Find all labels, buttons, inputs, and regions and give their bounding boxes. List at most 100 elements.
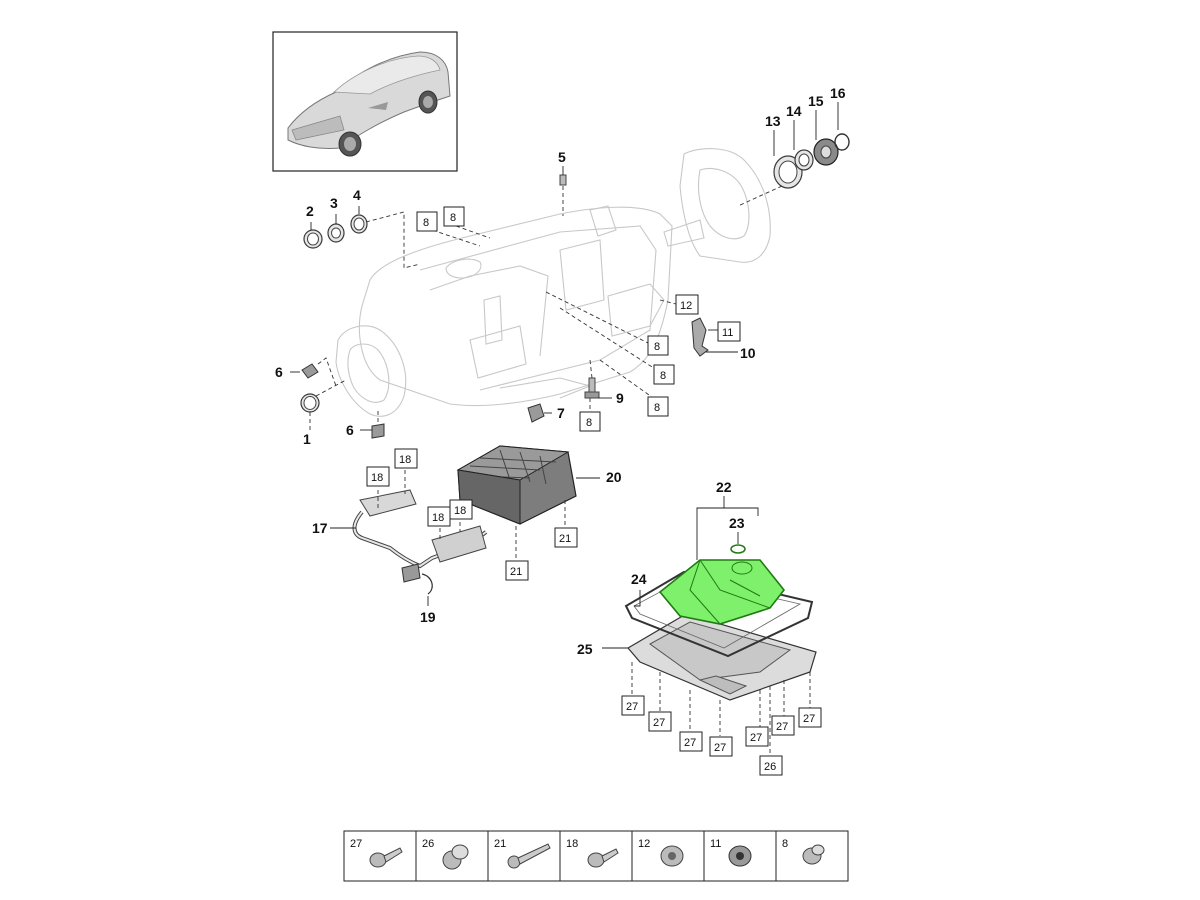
o-ring-23 <box>730 544 746 554</box>
fastener-label-12: 12 <box>638 838 650 850</box>
callout-15: 15 <box>808 93 824 109</box>
fastener-table: 27 26 21 18 12 11 8 <box>343 830 849 882</box>
vehicle-thumbnail <box>272 31 458 172</box>
ref-box-label: 8 <box>450 212 456 224</box>
ref-box-8: 8 <box>647 335 669 356</box>
seal-ring-2 <box>303 229 323 249</box>
ref-box-27: 27 <box>648 711 672 732</box>
ref-box-label: 27 <box>714 742 726 754</box>
callout-16: 16 <box>830 85 846 101</box>
fastener-label-11: 11 <box>710 838 721 850</box>
bolt-icon <box>587 848 619 868</box>
callout-14: 14 <box>786 103 802 119</box>
callout-2: 2 <box>306 203 314 219</box>
seal-13 <box>773 155 803 189</box>
ref-box-label: 8 <box>654 402 660 414</box>
ref-box-label: 21 <box>559 533 571 545</box>
seal-ring-1 <box>300 393 320 413</box>
ref-box-27: 27 <box>679 731 703 752</box>
callout-1: 1 <box>303 431 311 447</box>
reference-boxes: 8 8 8 8 8 8 11 12 18 18 18 18 21 21 26 2… <box>366 206 822 776</box>
ref-box-18: 18 <box>427 506 451 527</box>
wiring-harness-17 <box>352 489 488 595</box>
callout-4: 4 <box>353 187 361 203</box>
ref-box-label: 27 <box>776 721 788 733</box>
ref-box-8: 8 <box>653 364 675 385</box>
ref-box-27: 27 <box>709 736 733 757</box>
nut-icon <box>728 845 752 867</box>
callout-19: 19 <box>420 609 436 625</box>
sensor-plug-6b <box>371 423 385 439</box>
callout-25: 25 <box>577 641 593 657</box>
fastener-label-26: 26 <box>422 838 434 850</box>
ref-box-18: 18 <box>366 466 390 487</box>
ref-box-label: 27 <box>684 737 696 749</box>
ref-box-label: 11 <box>722 327 733 339</box>
ref-box-8: 8 <box>443 206 465 227</box>
ref-box-18: 18 <box>449 499 473 520</box>
circlip-16 <box>834 133 850 151</box>
ref-box-18: 18 <box>394 448 418 469</box>
ref-box-label: 12 <box>680 300 692 312</box>
ref-box-27: 27 <box>771 715 795 736</box>
oil-filter-22 <box>658 559 786 625</box>
ref-box-label: 18 <box>399 454 411 466</box>
ring-14 <box>794 149 814 171</box>
leader-lines <box>290 102 839 756</box>
ref-box-label: 26 <box>764 761 776 773</box>
bracket-10 <box>691 317 709 357</box>
ref-box-26: 26 <box>759 755 783 776</box>
ref-box-label: 8 <box>660 370 666 382</box>
callout-3: 3 <box>330 195 338 211</box>
callout-23: 23 <box>729 515 745 531</box>
ref-box-label: 8 <box>423 217 429 229</box>
ref-box-8: 8 <box>647 396 669 417</box>
ref-box-11: 11 <box>717 321 741 342</box>
ref-box-27: 27 <box>798 707 822 728</box>
plug-icon <box>802 844 825 865</box>
callout-9: 9 <box>616 390 624 406</box>
callout-5: 5 <box>558 149 566 165</box>
ref-box-label: 18 <box>371 472 383 484</box>
ref-box-label: 18 <box>454 505 466 517</box>
ref-box-8: 8 <box>416 211 438 232</box>
bolt-icon <box>369 847 403 868</box>
ref-box-label: 21 <box>510 566 522 578</box>
flange-15 <box>813 138 839 166</box>
callout-24: 24 <box>631 571 647 587</box>
car-icon <box>287 51 451 157</box>
ref-box-21: 21 <box>554 527 578 548</box>
callout-10: 10 <box>740 345 756 361</box>
ref-box-21: 21 <box>505 560 529 581</box>
bolt-9 <box>584 377 600 399</box>
transmission-housing <box>335 148 771 417</box>
bearing-3 <box>327 223 345 243</box>
sensor-plug-6a <box>301 363 319 379</box>
drain-plug-7 <box>527 403 545 423</box>
ref-box-27: 27 <box>745 726 769 747</box>
ref-box-12: 12 <box>675 294 699 315</box>
ref-box-label: 8 <box>654 341 660 353</box>
long-bolt-icon <box>507 843 551 869</box>
ref-box-27: 27 <box>621 695 645 716</box>
callout-labels: 1 2 3 4 5 6 6 7 9 10 13 14 15 16 17 19 2… <box>275 85 846 657</box>
callout-13: 13 <box>765 113 781 129</box>
ref-box-label: 8 <box>586 417 592 429</box>
washer-icon <box>660 845 684 867</box>
fastener-label-27: 27 <box>350 838 362 850</box>
ref-box-label: 27 <box>653 717 665 729</box>
valve-body-20 <box>456 445 577 525</box>
fastener-label-21: 21 <box>494 838 506 850</box>
fastener-label-18: 18 <box>566 838 578 850</box>
fastener-label-8: 8 <box>782 838 788 850</box>
callout-6-upper: 6 <box>275 364 283 380</box>
callout-22: 22 <box>716 479 732 495</box>
ref-box-label: 18 <box>432 512 444 524</box>
callout-6-lower: 6 <box>346 422 354 438</box>
ref-box-label: 27 <box>803 713 815 725</box>
callout-17: 17 <box>312 520 328 536</box>
callout-7: 7 <box>557 405 565 421</box>
ref-box-8: 8 <box>579 411 601 432</box>
ref-box-label: 27 <box>750 732 762 744</box>
